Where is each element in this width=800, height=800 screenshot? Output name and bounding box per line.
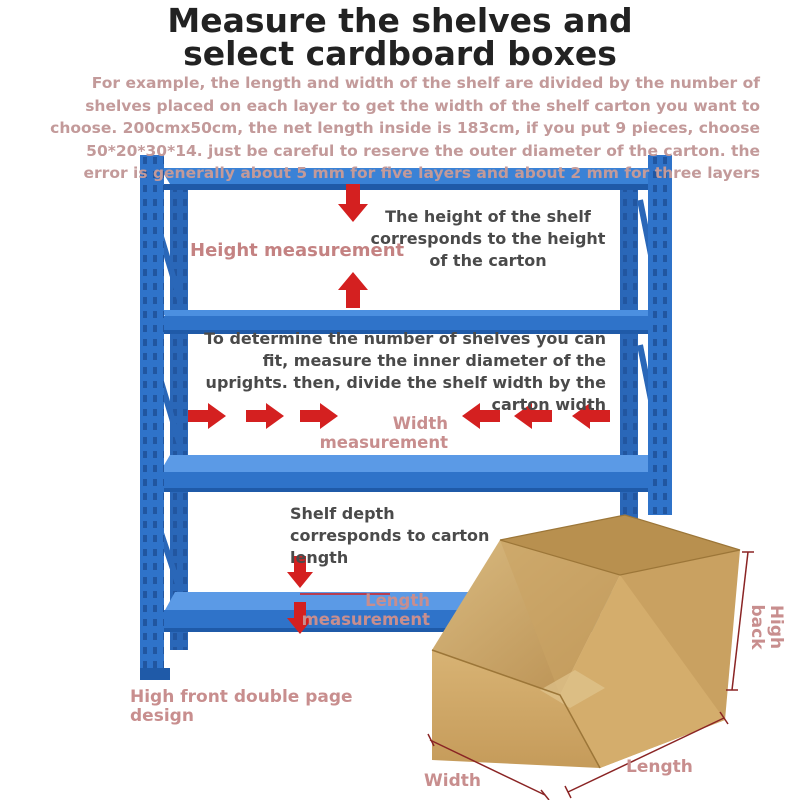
length-arrow-bottom [287, 602, 313, 634]
height-note: The height of the shelf corresponds to t… [370, 207, 606, 270]
title-line-1: Measure the shelves and [167, 1, 633, 40]
length-arrow-top [287, 556, 313, 588]
count-note: To determine the number of shelves you c… [204, 329, 606, 414]
width-arrow-right-3 [300, 403, 338, 429]
height-arrow-down [338, 184, 368, 222]
front-design-label: High front double page design [130, 687, 353, 726]
box-length-label: Length [626, 757, 693, 777]
width-arrow-right-1 [188, 403, 226, 429]
box-width-label: Width [424, 771, 481, 791]
height-measurement-label: Height measurement [190, 240, 405, 261]
length-measurement-label: Length measurement [301, 591, 430, 629]
title-line-2: select cardboard boxes [183, 34, 617, 73]
width-arrow-left-1 [462, 403, 500, 429]
width-arrows [188, 403, 610, 429]
width-arrow-left-3 [572, 403, 610, 429]
height-arrow-up [338, 272, 368, 308]
width-arrow-left-2 [514, 403, 552, 429]
box-dimension-lines [427, 551, 754, 800]
depth-note: Shelf depth corresponds to carton length [290, 504, 490, 567]
width-measurement-label: Width measurement [319, 414, 448, 452]
intro-paragraph: For example, the length and width of the… [50, 74, 760, 182]
box-high-back-label: High back [747, 604, 786, 650]
height-arrows [338, 184, 368, 308]
cardboard-box [431, 514, 741, 769]
length-arrows [287, 556, 313, 634]
page-title: Measure the shelves and select cardboard… [0, 4, 800, 70]
front-uprights [140, 155, 672, 680]
width-arrow-right-2 [246, 403, 284, 429]
